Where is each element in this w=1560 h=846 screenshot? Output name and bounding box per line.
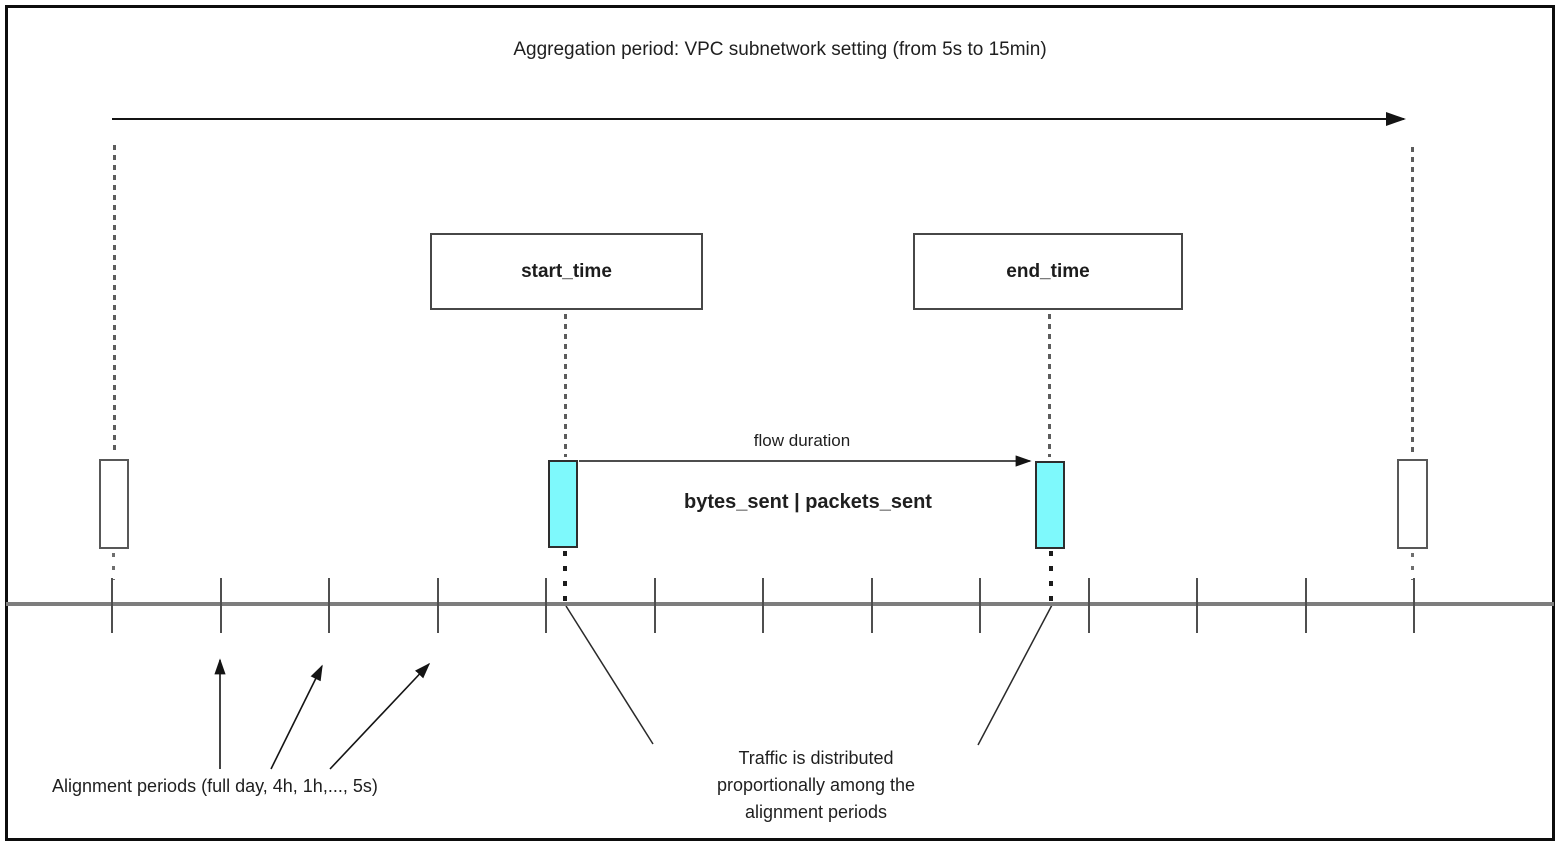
timeline-axis [6, 602, 1554, 606]
flow-end-dotted-drop [1049, 551, 1053, 604]
diagram-border [5, 5, 1555, 841]
timeline-tick [328, 578, 330, 633]
timeline-tick [545, 578, 547, 633]
start-time-label: start_time [521, 260, 612, 282]
timeline-tick [871, 578, 873, 633]
traffic-callout-line-left [565, 605, 654, 745]
end-time-connector-dashed-line [1048, 314, 1051, 457]
timeline-tick [654, 578, 656, 633]
metrics-label: bytes_sent | packets_sent [684, 491, 932, 513]
end-time-label: end_time [1006, 260, 1090, 282]
alignment-period-arrow-2 [270, 664, 323, 770]
traffic-callout-line-right [977, 604, 1053, 746]
flow-start-marker-rect [548, 460, 578, 548]
end-time-box: end_time [913, 233, 1183, 310]
timeline-tick [1088, 578, 1090, 633]
flow-start-dotted-drop [563, 551, 567, 604]
traffic-note-line-3: alignment periods [744, 802, 888, 822]
left-marker-dotted-drop [112, 553, 115, 580]
alignment-periods-label: Alignment periods (full day, 4h, 1h,...,… [52, 776, 378, 796]
timeline-tick [437, 578, 439, 633]
left-boundary-dashed-line [113, 145, 116, 453]
timeline-tick [1305, 578, 1307, 633]
left-period-marker-rect [99, 459, 129, 549]
alignment-period-arrow-3 [329, 662, 431, 770]
start-time-connector-dashed-line [564, 314, 567, 457]
traffic-distribution-note: Traffic is distributed proportionally am… [641, 745, 991, 826]
flow-end-marker-rect [1035, 461, 1065, 549]
start-time-box: start_time [430, 233, 703, 310]
right-marker-dotted-drop [1411, 553, 1414, 580]
timeline-tick [1413, 578, 1415, 633]
traffic-note-line-1: Traffic is distributed [738, 748, 894, 768]
timeline-tick [111, 578, 113, 633]
timeline-tick [762, 578, 764, 633]
timeline-tick [979, 578, 981, 633]
right-period-marker-rect [1397, 459, 1428, 549]
traffic-note-line-2: proportionally among the [716, 775, 916, 795]
diagram-title: Aggregation period: VPC subnetwork setti… [513, 39, 1047, 60]
timeline-tick [1196, 578, 1198, 633]
flow-duration-label: flow duration [753, 431, 851, 450]
timeline-tick [220, 578, 222, 633]
right-boundary-dashed-line [1411, 147, 1414, 453]
